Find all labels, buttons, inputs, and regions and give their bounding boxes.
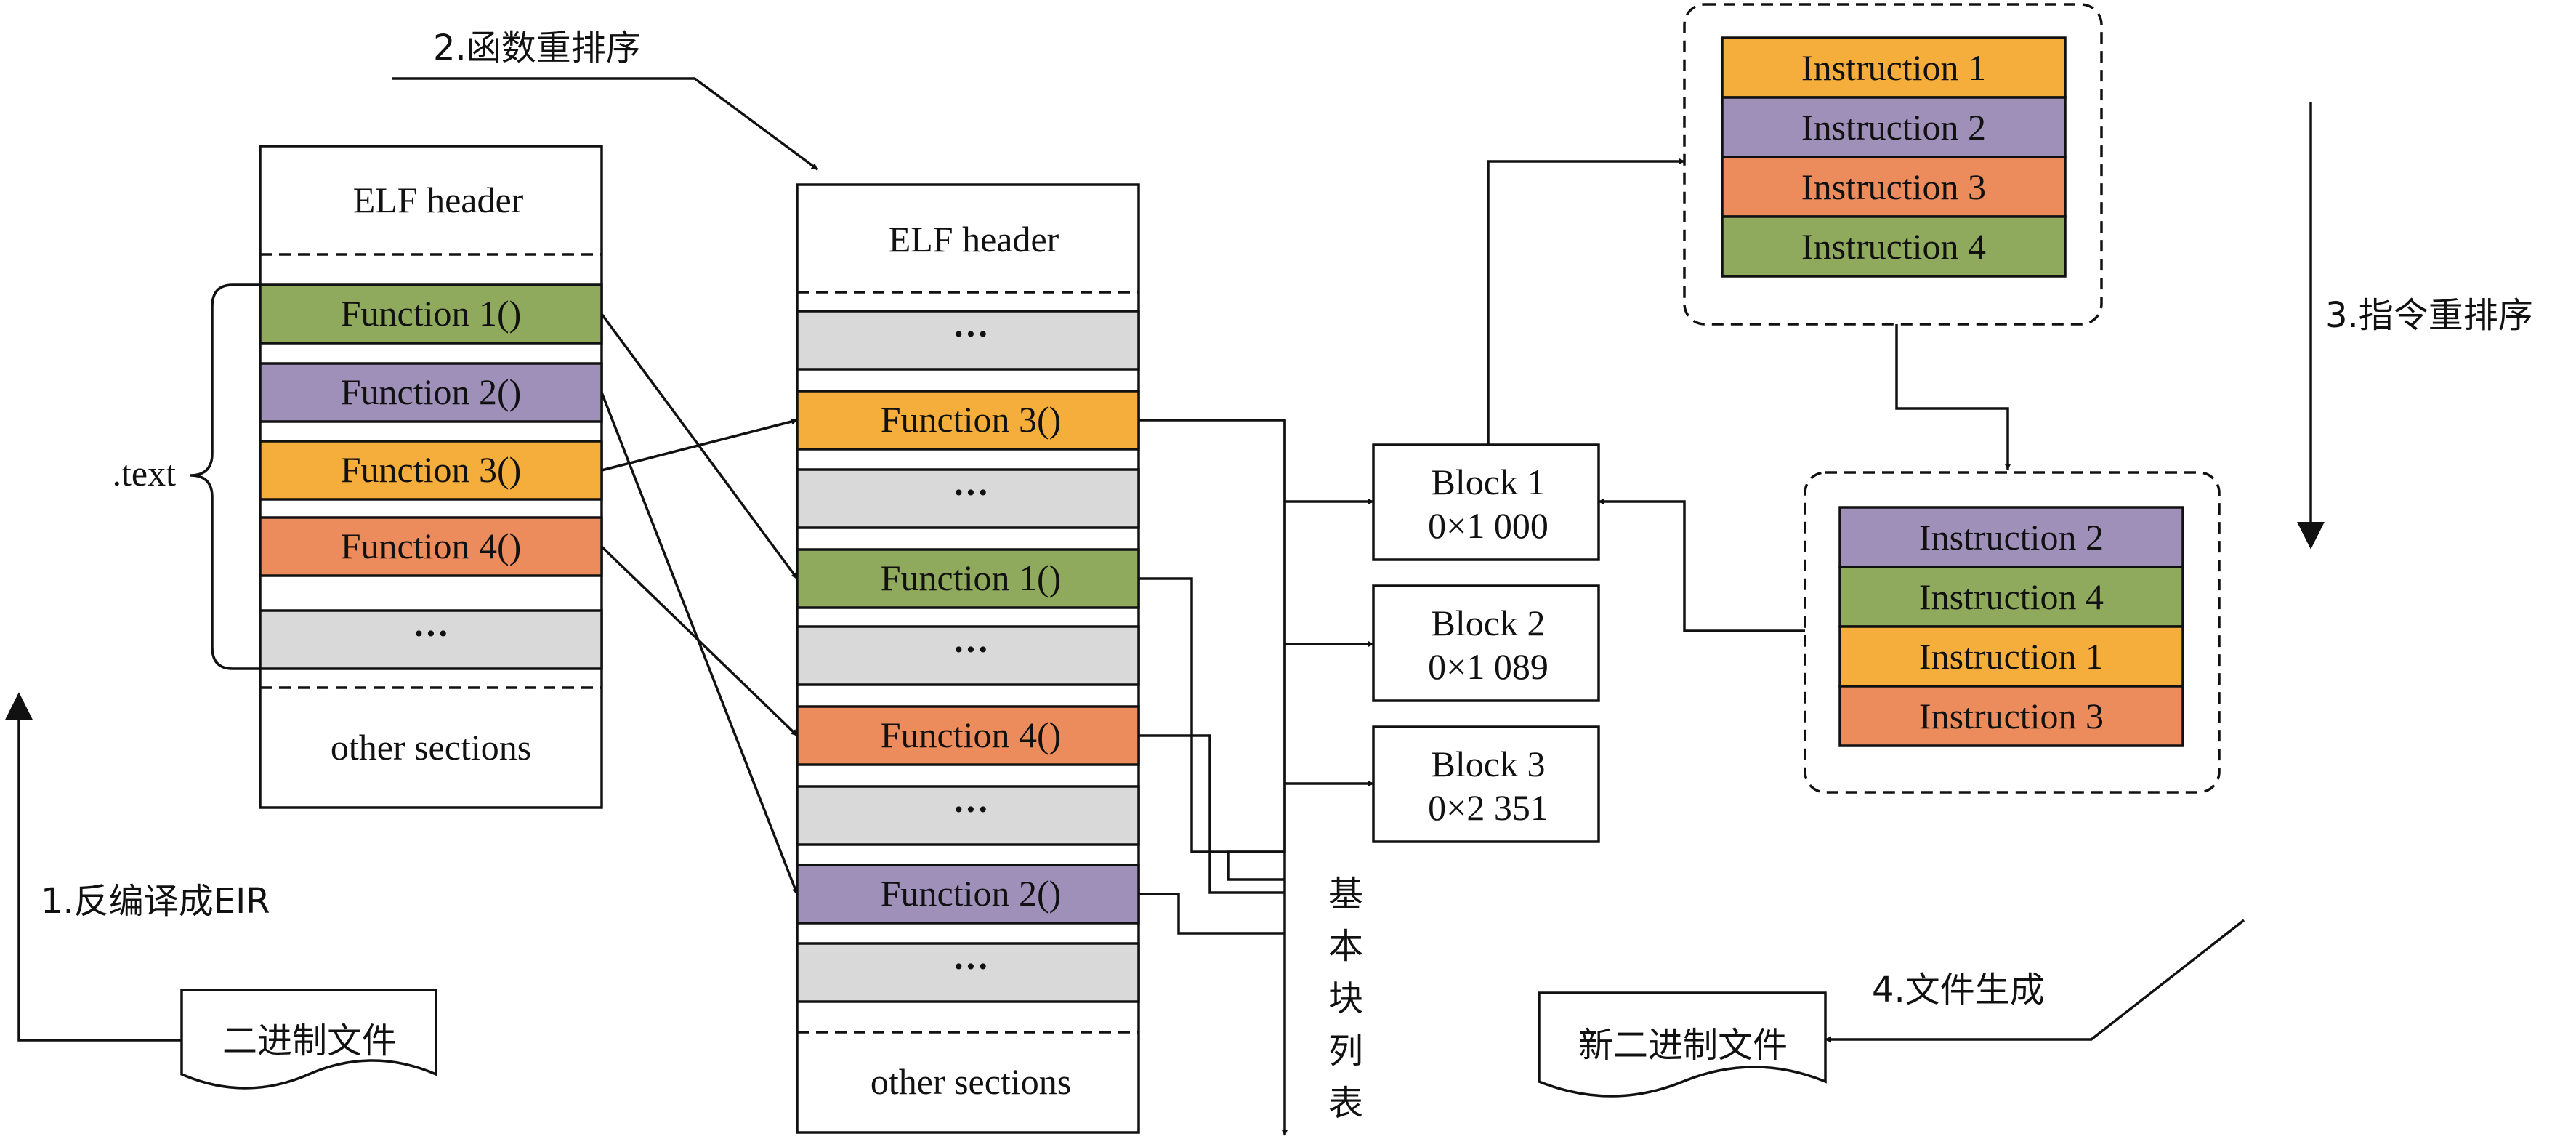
block-list-connectors [1139,419,1374,1136]
reordered-instructions [1838,506,2184,747]
mid-elf-header: ELF header [889,219,1059,259]
arrow-f4 [600,545,799,737]
reordered-instruction-3: Instruction 1 [1919,636,2104,677]
orig-ellipsis-block [259,609,603,670]
block-1-name: Block 1 [1432,462,1546,502]
step1-arrow [4,692,182,1042]
orig-other-sections: other sections [331,727,531,768]
mid-function-4 [796,705,1140,766]
block-2-name: Block 2 [1432,603,1546,643]
mid-function-4-label: Function 4() [881,715,1062,755]
mid-ellipsis-5: ··· [953,946,989,986]
orig-ellipsis: ··· [413,613,449,653]
mid-function-3 [796,390,1140,451]
step4-arrow [1825,919,2245,1043]
orig-instruction-1: Instruction 1 [1801,47,1986,88]
mid-ellipsis-4: ··· [953,789,989,829]
instructions-to-block1-arrow [1598,498,1805,632]
block-list-label-3: 块 [1328,978,1363,1019]
step2-label: 2.函数重排序 [433,28,641,68]
mid-ellipsis-3: ··· [953,629,989,669]
text-section-label: .text [113,453,177,494]
block-2-address: 0×1 089 [1428,646,1549,687]
reordered-instruction-1: Instruction 2 [1919,517,2104,558]
output-file-label: 新二进制文件 [1578,1025,1788,1066]
orig-function-4-label: Function 4() [341,526,522,566]
block-list-label-1: 基 [1328,874,1363,914]
mid-function-1-label: Function 1() [881,558,1062,598]
output-file-shape [1538,991,1827,1098]
mid-ellipsis-block-2 [796,468,1140,529]
mid-ellipsis-block-4 [796,785,1140,846]
block-list-label-4: 列 [1328,1031,1363,1071]
orig-elf-header: ELF header [353,180,524,220]
text-brace [190,283,260,670]
block-3-box [1372,725,1600,843]
block1-to-instructions-arrow [1487,158,1685,445]
mid-ellipsis-2: ··· [953,472,989,512]
step2-arrow [392,77,819,171]
block-3-name: Block 3 [1432,744,1546,784]
step3-label: 3.指令重排序 [2325,295,2533,336]
orig-instructions-group [1683,3,2103,326]
mid-ellipsis-block-5 [796,942,1140,1003]
orig-instructions [1721,36,2067,278]
mid-ellipsis-1: ··· [953,313,989,354]
mid-ellipsis-block-1 [796,310,1140,371]
orig-function-2 [259,362,603,423]
function-mapping-arrows [600,313,799,895]
instructions-reorder-arrow [1895,324,2011,470]
mid-other-sections: other sections [871,1061,1071,1102]
block-1-box [1372,443,1600,561]
orig-function-3 [259,440,603,501]
input-file-shape [180,989,437,1090]
block-2-box [1372,584,1600,702]
reordered-instruction-2: Instruction 4 [1919,576,2104,617]
input-file-label: 二进制文件 [222,1021,397,1061]
mid-ellipsis-block-3 [796,625,1140,686]
basic-blocks [1372,443,1600,843]
block-3-address: 0×2 351 [1428,787,1549,828]
orig-instruction-4: Instruction 4 [1801,226,1986,267]
block-list-label-5: 表 [1328,1083,1363,1124]
orig-function-1-label: Function 1() [341,293,522,334]
reordered-elf [796,183,1140,1134]
orig-function-3-label: Function 3() [341,449,522,490]
arrow-f3 [601,418,798,472]
block-list-label-2: 本 [1328,926,1363,967]
orig-function-1 [259,283,603,345]
mid-function-3-label: Function 3() [881,399,1062,440]
arrow-f2 [600,392,799,895]
block-1-address: 0×1 000 [1428,505,1549,546]
orig-instruction-2: Instruction 2 [1801,107,1986,148]
orig-function-2-label: Function 2() [341,371,522,412]
orig-instruction-3: Instruction 3 [1801,166,1986,207]
step4-label: 4.文件生成 [1872,970,2045,1010]
step1-label: 1.反编译成EIR [41,881,270,922]
mid-function-2-label: Function 2() [881,873,1062,914]
reordered-instruction-4: Instruction 3 [1919,696,2104,736]
